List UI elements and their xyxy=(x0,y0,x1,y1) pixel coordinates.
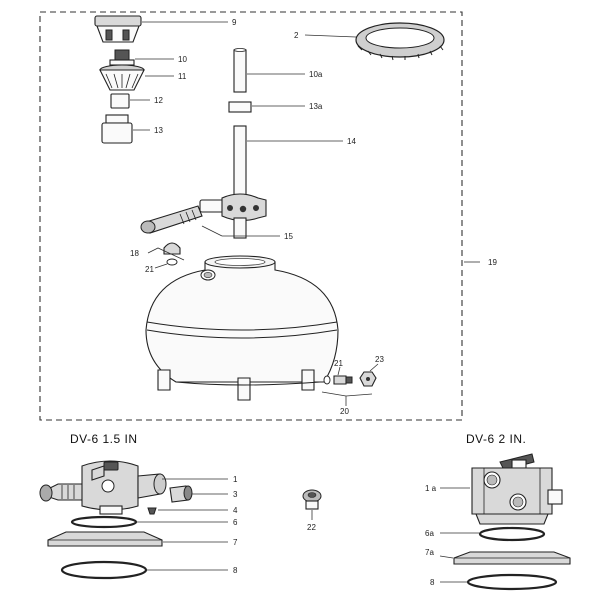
callout-m22: 22 xyxy=(307,523,316,532)
part-9-cap xyxy=(94,15,142,43)
callout-15: 15 xyxy=(284,232,293,241)
part-8-oring-2in xyxy=(466,573,558,591)
callout-l1: 1 xyxy=(233,475,238,484)
part-20-drain-assembly xyxy=(323,371,377,387)
part-13-adapter xyxy=(101,114,133,144)
callout-18: 18 xyxy=(130,249,139,258)
callout-13: 13 xyxy=(154,126,163,135)
part-1-valve-1-5 xyxy=(39,460,167,515)
callout-r1a: 1 a xyxy=(425,484,437,493)
part-3-union xyxy=(169,485,193,503)
callout-l3: 3 xyxy=(233,490,238,499)
callout-l6: 6 xyxy=(233,518,238,527)
part-18-drain-cap xyxy=(163,242,181,266)
callout-12: 12 xyxy=(154,96,163,105)
part-7a-gasket-plate xyxy=(453,551,571,565)
callout-14: 14 xyxy=(347,137,356,146)
assembly-boundary xyxy=(39,11,463,421)
part-6-oring xyxy=(70,515,138,529)
title-dv6-15: DV-6 1.5 IN xyxy=(70,432,138,446)
callout-l8: 8 xyxy=(233,566,238,575)
callout-l7: 7 xyxy=(233,538,238,547)
callout-19: 19 xyxy=(488,258,497,267)
part-2-clamp-ring xyxy=(355,22,445,61)
part-10a-standpipe xyxy=(233,48,247,93)
callout-20: 20 xyxy=(340,407,349,416)
callout-13a: 13a xyxy=(309,102,323,111)
part-10-basket-top xyxy=(109,49,135,66)
callout-2: 2 xyxy=(294,31,299,40)
part-6a-oring xyxy=(478,526,546,542)
callout-21a: 21 xyxy=(145,265,154,274)
callout-r8: 8 xyxy=(430,578,435,587)
callout-23: 23 xyxy=(375,355,384,364)
filter-tank xyxy=(145,255,339,401)
callout-9: 9 xyxy=(232,18,237,27)
callout-21b: 21 xyxy=(334,359,343,368)
title-dv6-2: DV-6 2 IN. xyxy=(466,432,526,446)
part-1a-valve-2in xyxy=(471,453,563,525)
part-11-strainer-basket xyxy=(99,64,145,91)
callout-r7a: 7a xyxy=(425,548,434,557)
part-8-oring-1-5 xyxy=(60,560,148,580)
part-22-sight-glass xyxy=(302,489,322,510)
part-14-standpipe xyxy=(233,125,247,205)
callout-l4: 4 xyxy=(233,506,238,515)
part-15-lateral-assembly xyxy=(140,193,267,239)
callout-10a: 10a xyxy=(309,70,323,79)
callout-r6a: 6a xyxy=(425,529,434,538)
callout-10: 10 xyxy=(178,55,187,64)
part-7-gasket-plate xyxy=(47,531,163,547)
part-13a-coupling xyxy=(228,101,252,113)
callout-11: 11 xyxy=(178,72,187,81)
part-12-coupling xyxy=(110,93,130,109)
part-4-screw xyxy=(147,507,157,515)
